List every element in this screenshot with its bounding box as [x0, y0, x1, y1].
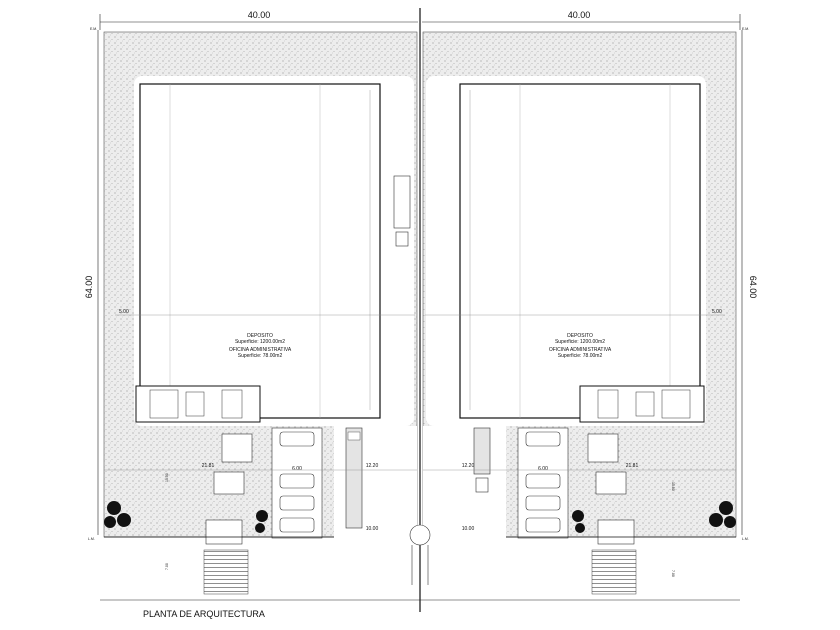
left-front-depth-dim: 7.00: [165, 563, 169, 570]
center-gate: [409, 524, 431, 585]
left-parking-dim: 6.00: [292, 466, 302, 472]
left-office-block: [135, 385, 261, 423]
right-front-depth-dim: 7.00: [671, 570, 675, 577]
side-dimensions: 64.00 64.00 E.M. E.M. L.M. L.M.: [84, 27, 758, 541]
right-deposito-area: Superficie: 1200.00m2: [555, 339, 605, 345]
lot-width-right-dim: 40.00: [568, 10, 591, 20]
right-oficina-label: OFICINA ADMINISTRATIVA: [549, 347, 612, 353]
top-dimensions: 40.00 40.00: [99, 10, 741, 30]
right-truck: [473, 427, 491, 475]
right-lot: 5.00 DEPOSITO Superficie: 1200.00m2 OFIC…: [422, 31, 737, 595]
lot-depth-right-dim: 64.00: [748, 276, 758, 299]
lm-tag-left: L.M.: [88, 537, 95, 541]
left-parking: 6.00: [271, 427, 323, 539]
right-parking-dim: 6.00: [538, 466, 548, 472]
left-warehouse: [139, 83, 381, 419]
em-tag-left: E.M.: [90, 27, 97, 31]
left-stairs: [203, 549, 249, 595]
right-access-dim: 12.20: [462, 463, 475, 469]
lm-tag-right: L.M.: [742, 537, 749, 541]
right-office-dim: 21.81: [626, 463, 639, 469]
left-office-dim: 21.81: [202, 463, 215, 469]
right-warehouse: [459, 83, 701, 419]
left-depth-mid-dim: 15.50: [165, 473, 169, 482]
right-front-dim: 10.00: [462, 526, 475, 532]
left-deposito-label: DEPOSITO: [247, 333, 273, 339]
left-access-dim: 12.20: [366, 463, 379, 469]
right-trees: [572, 501, 736, 533]
lot-width-left-dim: 40.00: [248, 10, 271, 20]
left-trees: [104, 501, 268, 533]
right-office-block: [579, 385, 705, 423]
right-oficina-area: Superficie: 78.00m2: [558, 353, 603, 359]
right-stairs: [591, 549, 637, 595]
left-oficina-label: OFICINA ADMINISTRATIVA: [229, 347, 292, 353]
left-oficina-area: Superficie: 78.00m2: [238, 353, 283, 359]
right-depth-mid-dim: 15.50: [671, 482, 675, 491]
em-tag-right: E.M.: [742, 27, 749, 31]
right-setback-dim: 5.00: [712, 309, 722, 315]
right-deposito-label: DEPOSITO: [567, 333, 593, 339]
left-lot: 5.00 DEPOSITO Superficie: 1200.00m2 OFIC…: [103, 31, 418, 595]
left-deposito-area: Superficie: 1200.00m2: [235, 339, 285, 345]
drawing-title: PLANTA DE ARQUITECTURA: [143, 609, 265, 619]
left-setback-dim: 5.00: [119, 309, 129, 315]
left-front-dim: 10.00: [366, 526, 379, 532]
lot-depth-left-dim: 64.00: [84, 276, 94, 299]
right-parking: 6.00: [517, 427, 569, 539]
left-truck: [393, 175, 411, 229]
